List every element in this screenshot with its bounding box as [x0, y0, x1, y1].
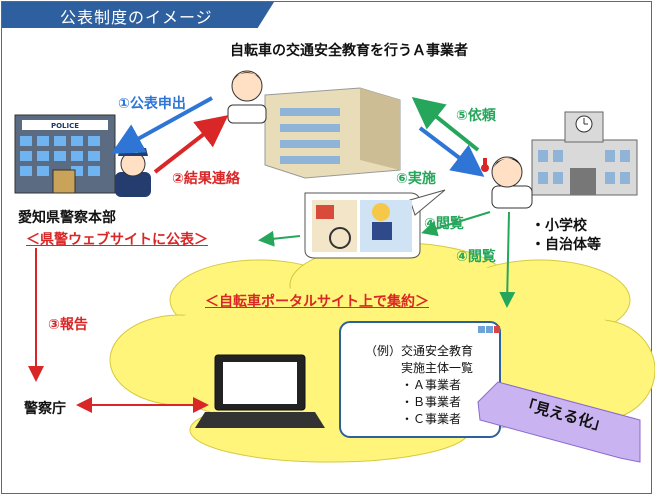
instruction-bubble-icon: [304, 189, 446, 259]
arrow-browse-left: [421, 211, 491, 237]
arrow-request: [411, 97, 480, 152]
arrow-apply: [110, 96, 213, 154]
flow-request-label: ⑤依頼: [456, 108, 496, 124]
website-line: ・Ａ事業者: [365, 378, 462, 392]
website-line: ・Ｂ事業者: [365, 395, 462, 409]
school-building-icon: [531, 111, 638, 196]
portal-label: ＜自転車ポータルサイト上で集約＞: [205, 294, 429, 310]
website-window: [339, 321, 501, 438]
website-line: ・Ｃ事業者: [365, 412, 462, 426]
flow-report-label: ③報告: [48, 317, 88, 333]
flow-result-label: ②結果連絡: [172, 171, 240, 187]
school-label: ・小学校: [531, 218, 587, 234]
police-officer-icon: [115, 148, 151, 197]
arrow-implement: [418, 126, 485, 177]
flow-apply-label: ①公表申出: [118, 96, 186, 112]
laptop-icon: [195, 354, 325, 428]
police-hq-label: 愛知県警察本部: [18, 210, 116, 226]
portal-cloud-top: [292, 252, 508, 328]
police-sign: POLICE: [51, 122, 79, 130]
website-line: （例）交通安全教育: [365, 344, 474, 358]
title-banner: [2, 2, 274, 28]
flow-browse1-label: ④閲覧: [424, 216, 464, 232]
operator-label: 自転車の交通安全教育を行うＡ事業者: [230, 43, 468, 59]
police-building-icon: [14, 114, 116, 194]
teacher-person-icon: [481, 156, 533, 209]
website-line: 実施主体一覧: [365, 361, 474, 375]
flow-implement-label: ⑥実施: [396, 171, 436, 187]
arrow-browse-portal: [499, 211, 516, 308]
npa-label: 警察庁: [24, 401, 66, 417]
police-site-label: ＜県警ウェブサイトに公表＞: [26, 232, 208, 248]
mieruka-badge: [477, 381, 641, 463]
operator-person-icon: [227, 70, 267, 124]
page-title: 公表制度のイメージ: [60, 8, 213, 27]
website-list: （例）交通安全教育 実施主体一覧 ・Ａ事業者 ・Ｂ事業者 ・Ｃ事業者: [365, 343, 473, 428]
flow-browse2-label: ④閲覧: [456, 249, 496, 265]
arrow-result: [153, 115, 229, 174]
municipality-label: ・自治体等: [531, 237, 601, 253]
arrow-browse-site: [258, 230, 301, 247]
office-building-icon: [264, 87, 401, 179]
